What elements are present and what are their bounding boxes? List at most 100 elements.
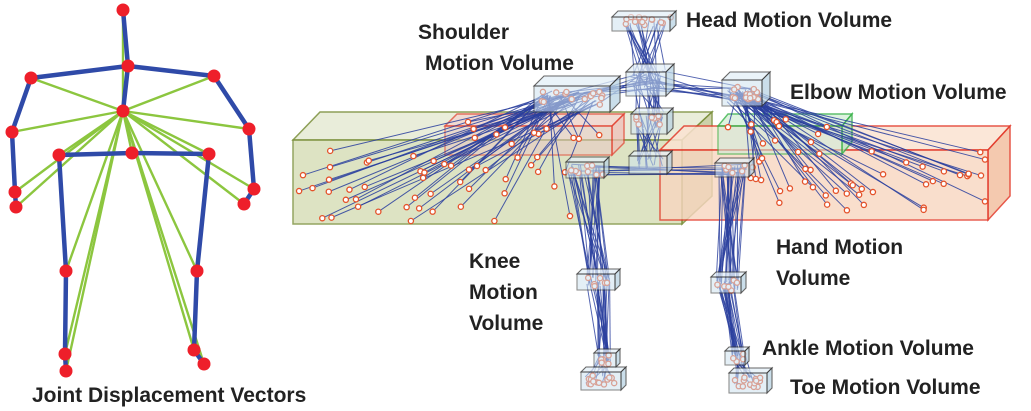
bone [125, 63, 217, 79]
right-ankle-trajectory [723, 281, 737, 357]
left-knee-trajectory [568, 174, 609, 286]
joint-lel [5, 125, 19, 139]
trajectory-point [940, 180, 947, 188]
trajectory-point [493, 131, 500, 138]
trajectory-point [456, 178, 464, 186]
trajectory-point [920, 206, 927, 214]
trajectory-point [527, 161, 535, 169]
trajectory-point [879, 171, 887, 178]
joint-mhip [125, 146, 139, 160]
trajectory-point [470, 125, 477, 133]
right-ankle-volume-box [723, 345, 751, 367]
trajectory-point [919, 163, 926, 170]
joint-lsh [24, 71, 38, 85]
joint-lwr [8, 185, 22, 199]
right-ankle-trajectory [732, 280, 746, 359]
trajectory-point [809, 183, 817, 191]
trajectory-point [410, 152, 417, 160]
trajectory-point [977, 148, 984, 156]
trajectory-point [977, 172, 985, 179]
joint-lhd [9, 200, 23, 214]
left-knee-trajectory [573, 173, 601, 286]
right-hand-trajectory [736, 92, 827, 196]
joint-neck [121, 59, 135, 73]
trajectory-point [981, 198, 989, 205]
trajectory-point [430, 157, 437, 165]
trajectory-point [375, 208, 382, 215]
trajectory-point [843, 207, 851, 214]
left-ankle-trajectory [609, 281, 611, 358]
joint-lan [58, 347, 72, 361]
bone [9, 75, 34, 135]
shoulder-volume-label-line1: Shoulder [418, 21, 509, 44]
joint-lkn [59, 264, 73, 278]
trajectory-point [782, 116, 790, 123]
trajectory-point [473, 162, 481, 170]
joint-lhip [52, 148, 66, 162]
left-shoulder-volume-box [532, 74, 622, 114]
trajectory-point [801, 178, 809, 185]
trajectory-point [858, 185, 866, 193]
toe-volume-label: Toe Motion Volume [790, 376, 981, 399]
trajectory-point [807, 138, 815, 146]
right-toe-volume-box [727, 366, 774, 395]
head-volume-box [610, 9, 678, 33]
trajectory-point [419, 174, 427, 182]
displacement-vector [15, 110, 124, 208]
joint-lft [59, 364, 73, 378]
bone [62, 268, 69, 357]
trajectory-point [403, 203, 410, 211]
right-hand-trajectory [741, 98, 854, 186]
trajectory-point [415, 205, 423, 212]
trajectory-point [759, 140, 767, 147]
right-knee-trajectory [730, 173, 736, 290]
joint-motion-volumes [532, 9, 774, 395]
bone [56, 150, 135, 158]
right-hand-trajectory [743, 99, 763, 159]
right-knee-trajectory [716, 167, 745, 279]
hand-volume-label-line1: Hand Motion [776, 236, 903, 259]
trajectory-point [514, 154, 521, 161]
knee-volume-label-line2: Motion [469, 281, 538, 304]
left-knee-volume-box [575, 267, 622, 292]
trajectory-point [775, 122, 783, 130]
bone [246, 126, 257, 192]
left-knee-trajectory [572, 170, 610, 280]
spine-volume-box [629, 106, 675, 136]
left-hand-trajectory [349, 90, 553, 191]
right-ankle-trajectory [733, 291, 743, 356]
bone [120, 7, 131, 69]
displacement-vector [64, 110, 125, 272]
right-knee-trajectory [724, 172, 730, 283]
trajectory-point [464, 118, 472, 126]
trajectory-point [752, 175, 760, 183]
trajectory-point [328, 214, 335, 221]
trajectory-point [843, 190, 851, 197]
trajectory-point [534, 153, 541, 161]
left-ankle-trajectory [593, 283, 608, 357]
trajectory-point [342, 196, 350, 204]
trajectory-point [530, 129, 538, 137]
right-knee-trajectory [721, 164, 739, 283]
trajectory-point [855, 191, 863, 199]
trajectory-point [491, 217, 498, 225]
left-knee-trajectory [571, 165, 590, 278]
displacement-vector [122, 109, 250, 132]
trajectory-point [860, 201, 868, 209]
joint-rhd [237, 197, 251, 211]
trajectory-point [724, 123, 732, 131]
left-hand-trajectory [430, 100, 564, 195]
trajectory-point [758, 155, 766, 162]
joint-rft [197, 357, 211, 371]
trajectory-point [570, 134, 577, 142]
trajectory-point [447, 162, 455, 169]
left-hand-trajectory [546, 92, 571, 217]
trajectory-point [354, 203, 362, 210]
displacement-vector [122, 110, 245, 205]
right-hand-trajectory [751, 98, 791, 189]
trajectory-point [802, 165, 809, 173]
elbow-volume-label: Elbow Motion Volume [790, 81, 1007, 104]
trajectory-point [786, 185, 794, 192]
skeleton-joints [5, 3, 261, 378]
trajectory-point [326, 163, 334, 171]
